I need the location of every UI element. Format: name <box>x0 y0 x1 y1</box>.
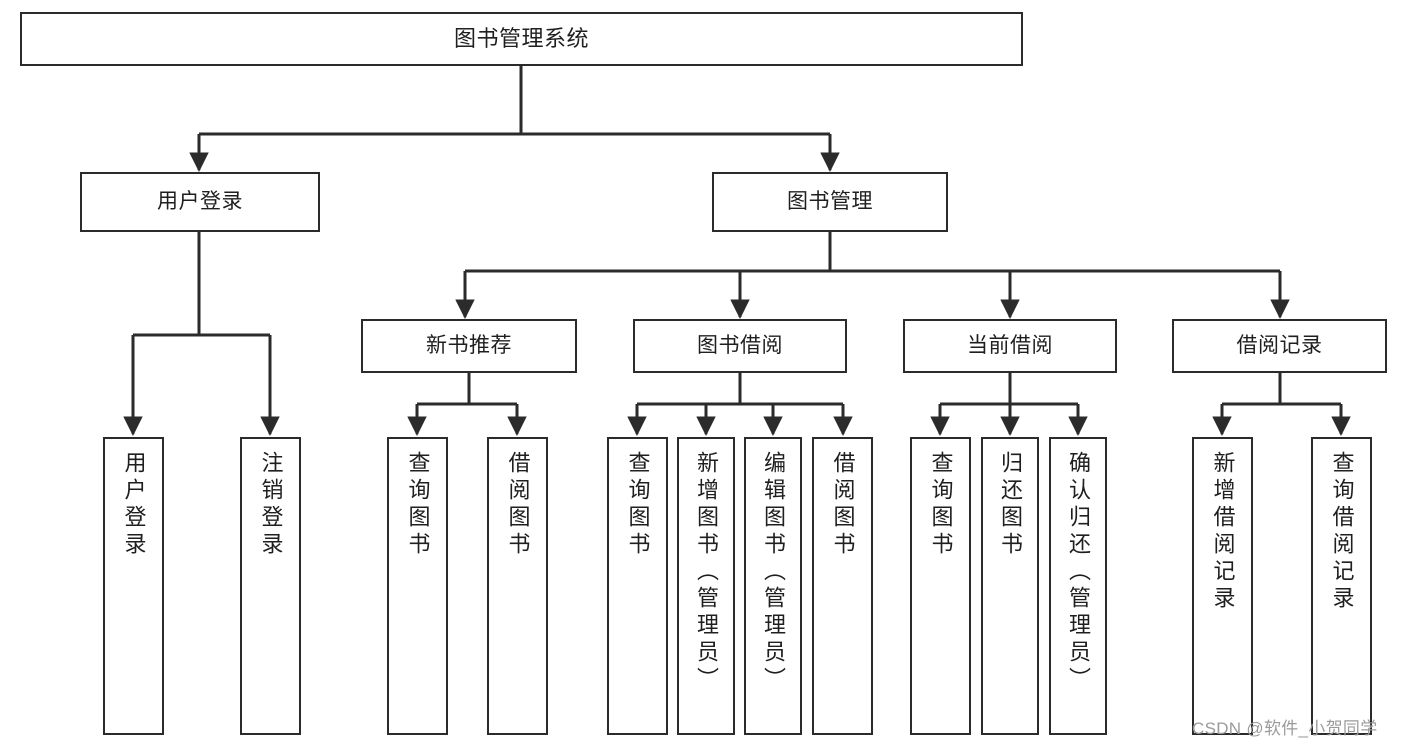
leaf-current-confirm-return-admin-label: 确认归还（管理员） <box>1066 451 1091 694</box>
leaf-user-login-signout[interactable]: 注销登录 <box>240 437 301 735</box>
leaf-new-book-borrow[interactable]: 借阅图书 <box>487 437 548 735</box>
leaf-records-query-record-label: 查询借阅记录 <box>1329 451 1355 613</box>
leaf-new-book-query-label: 查询图书 <box>405 451 431 559</box>
leaf-new-book-borrow-label: 借阅图书 <box>505 451 531 559</box>
leaf-borrow-edit-book-admin-label: 编辑图书（管理员） <box>761 451 786 694</box>
leaf-user-login-signin[interactable]: 用户登录 <box>103 437 164 735</box>
leaf-current-query-book-label: 查询图书 <box>928 451 954 559</box>
node-book-management[interactable]: 图书管理 <box>712 172 948 232</box>
leaf-records-add-record[interactable]: 新增借阅记录 <box>1192 437 1253 735</box>
node-new-book-recommend-label: 新书推荐 <box>426 334 512 358</box>
leaf-borrow-borrow-book-label: 借阅图书 <box>830 451 856 559</box>
node-book-management-label: 图书管理 <box>787 190 873 214</box>
leaf-current-confirm-return-admin[interactable]: 确认归还（管理员） <box>1049 437 1107 735</box>
leaf-current-return-book[interactable]: 归还图书 <box>981 437 1039 735</box>
leaf-new-book-query[interactable]: 查询图书 <box>387 437 448 735</box>
leaf-borrow-borrow-book[interactable]: 借阅图书 <box>812 437 873 735</box>
leaf-borrow-query-book-label: 查询图书 <box>625 451 651 559</box>
leaf-current-return-book-label: 归还图书 <box>998 451 1023 559</box>
node-current-borrow[interactable]: 当前借阅 <box>903 319 1117 373</box>
node-book-borrow-label: 图书借阅 <box>697 334 783 358</box>
leaf-borrow-add-book-admin[interactable]: 新增图书（管理员） <box>677 437 735 735</box>
leaf-user-login-signout-label: 注销登录 <box>258 451 284 559</box>
leaf-borrow-query-book[interactable]: 查询图书 <box>607 437 668 735</box>
node-user-login[interactable]: 用户登录 <box>80 172 320 232</box>
leaf-borrow-add-book-admin-label: 新增图书（管理员） <box>694 451 719 694</box>
node-user-login-label: 用户登录 <box>157 190 243 214</box>
leaf-borrow-edit-book-admin[interactable]: 编辑图书（管理员） <box>744 437 802 735</box>
node-root-label: 图书管理系统 <box>453 25 589 51</box>
leaf-records-add-record-label: 新增借阅记录 <box>1210 451 1236 613</box>
node-borrow-records[interactable]: 借阅记录 <box>1172 319 1387 373</box>
leaf-records-query-record[interactable]: 查询借阅记录 <box>1311 437 1372 735</box>
leaf-current-query-book[interactable]: 查询图书 <box>910 437 971 735</box>
node-borrow-records-label: 借阅记录 <box>1236 334 1323 358</box>
node-current-borrow-label: 当前借阅 <box>967 334 1053 358</box>
node-book-borrow[interactable]: 图书借阅 <box>633 319 847 373</box>
leaf-user-login-signin-label: 用户登录 <box>121 451 147 559</box>
node-new-book-recommend[interactable]: 新书推荐 <box>361 319 577 373</box>
node-root[interactable]: 图书管理系统 <box>20 12 1023 66</box>
